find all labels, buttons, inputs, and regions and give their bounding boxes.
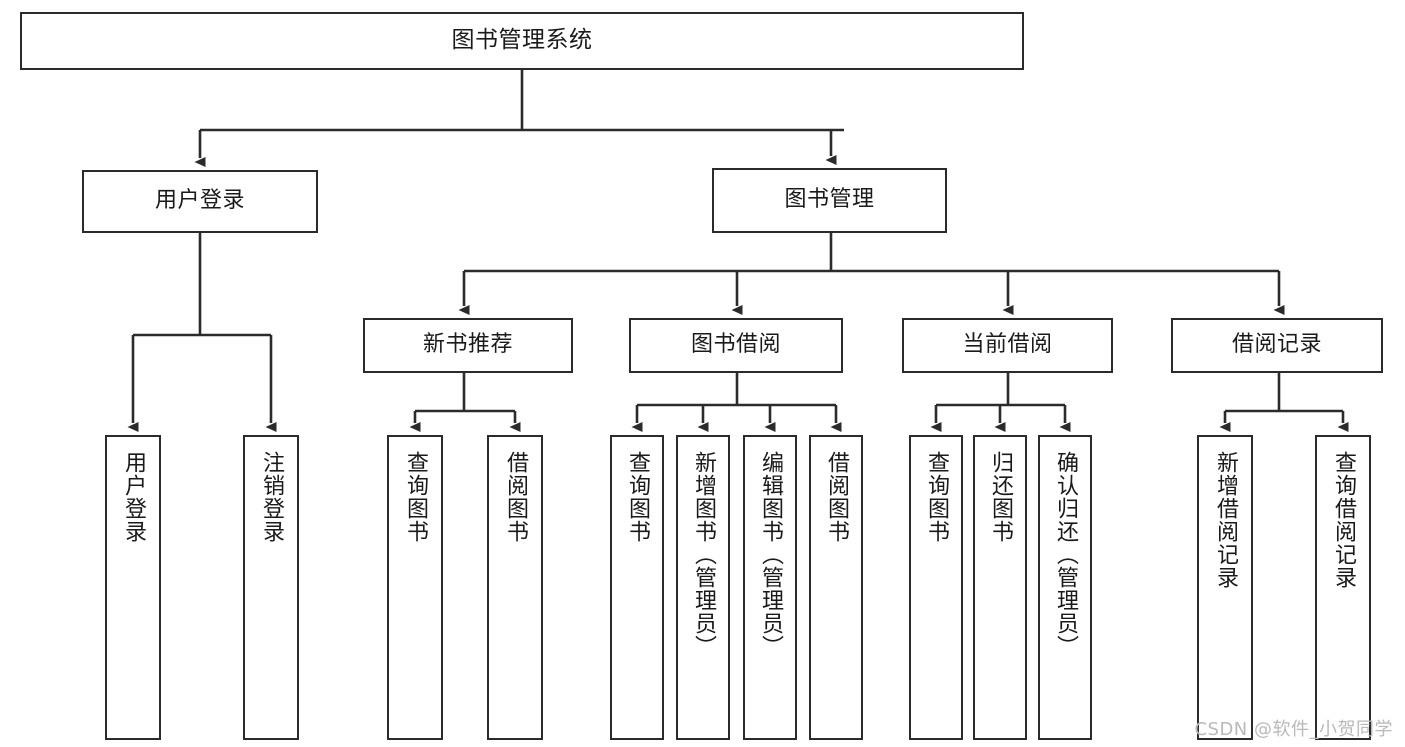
node-root-system-label: 图书管理系统: [451, 27, 593, 54]
node-leaf-record-add-label: 新增借阅记录: [1212, 451, 1238, 589]
node-user-login[interactable]: 用户登录: [82, 170, 318, 233]
node-leaf-borrow-query-book[interactable]: 查询图书: [610, 435, 664, 740]
node-user-login-label: 用户登录: [154, 188, 245, 214]
node-book-management-label: 图书管理: [784, 187, 875, 213]
node-leaf-current-query-book-label: 查询图书: [923, 451, 949, 543]
node-book-management[interactable]: 图书管理: [712, 168, 947, 233]
node-root-system[interactable]: 图书管理系统: [20, 12, 1024, 70]
node-book-borrow[interactable]: 图书借阅: [629, 318, 843, 373]
node-leaf-borrow-query-book-label: 查询图书: [624, 451, 650, 543]
node-current-borrow-label: 当前借阅: [962, 332, 1053, 358]
node-leaf-newbook-query-book-label: 查询图书: [402, 451, 428, 543]
node-current-borrow[interactable]: 当前借阅: [902, 318, 1113, 373]
node-borrow-record[interactable]: 借阅记录: [1171, 318, 1383, 373]
node-new-book-recommend-label: 新书推荐: [422, 332, 513, 358]
node-leaf-newbook-borrow-book-label: 借阅图书: [502, 451, 528, 543]
node-leaf-current-confirm-return-label: 确认归还（管理员）: [1052, 451, 1078, 658]
node-leaf-borrow-borrow-book[interactable]: 借阅图书: [809, 435, 863, 740]
node-leaf-record-add[interactable]: 新增借阅记录: [1197, 435, 1253, 740]
node-leaf-user-login-label: 用户登录: [120, 451, 146, 543]
node-leaf-current-query-book[interactable]: 查询图书: [909, 435, 963, 740]
node-new-book-recommend[interactable]: 新书推荐: [363, 318, 573, 373]
node-leaf-logout-label: 注销登录: [258, 451, 284, 543]
node-book-borrow-label: 图书借阅: [690, 332, 781, 358]
node-leaf-newbook-query-book[interactable]: 查询图书: [387, 435, 443, 740]
node-leaf-borrow-edit-book-label: 编辑图书（管理员）: [757, 451, 783, 658]
node-leaf-newbook-borrow-book[interactable]: 借阅图书: [487, 435, 543, 740]
node-borrow-record-label: 借阅记录: [1231, 332, 1322, 358]
node-leaf-borrow-edit-book[interactable]: 编辑图书（管理员）: [743, 435, 797, 740]
node-leaf-borrow-add-book-label: 新增图书（管理员）: [690, 451, 716, 658]
node-leaf-record-query[interactable]: 查询借阅记录: [1315, 435, 1371, 740]
node-leaf-record-query-label: 查询借阅记录: [1330, 451, 1356, 589]
node-leaf-borrow-add-book[interactable]: 新增图书（管理员）: [676, 435, 730, 740]
node-leaf-logout[interactable]: 注销登录: [243, 435, 299, 740]
node-leaf-current-confirm-return[interactable]: 确认归还（管理员）: [1038, 435, 1092, 740]
node-leaf-user-login[interactable]: 用户登录: [105, 435, 161, 740]
node-leaf-current-return-book[interactable]: 归还图书: [973, 435, 1027, 740]
node-leaf-borrow-borrow-book-label: 借阅图书: [823, 451, 849, 543]
node-leaf-current-return-book-label: 归还图书: [987, 451, 1013, 543]
